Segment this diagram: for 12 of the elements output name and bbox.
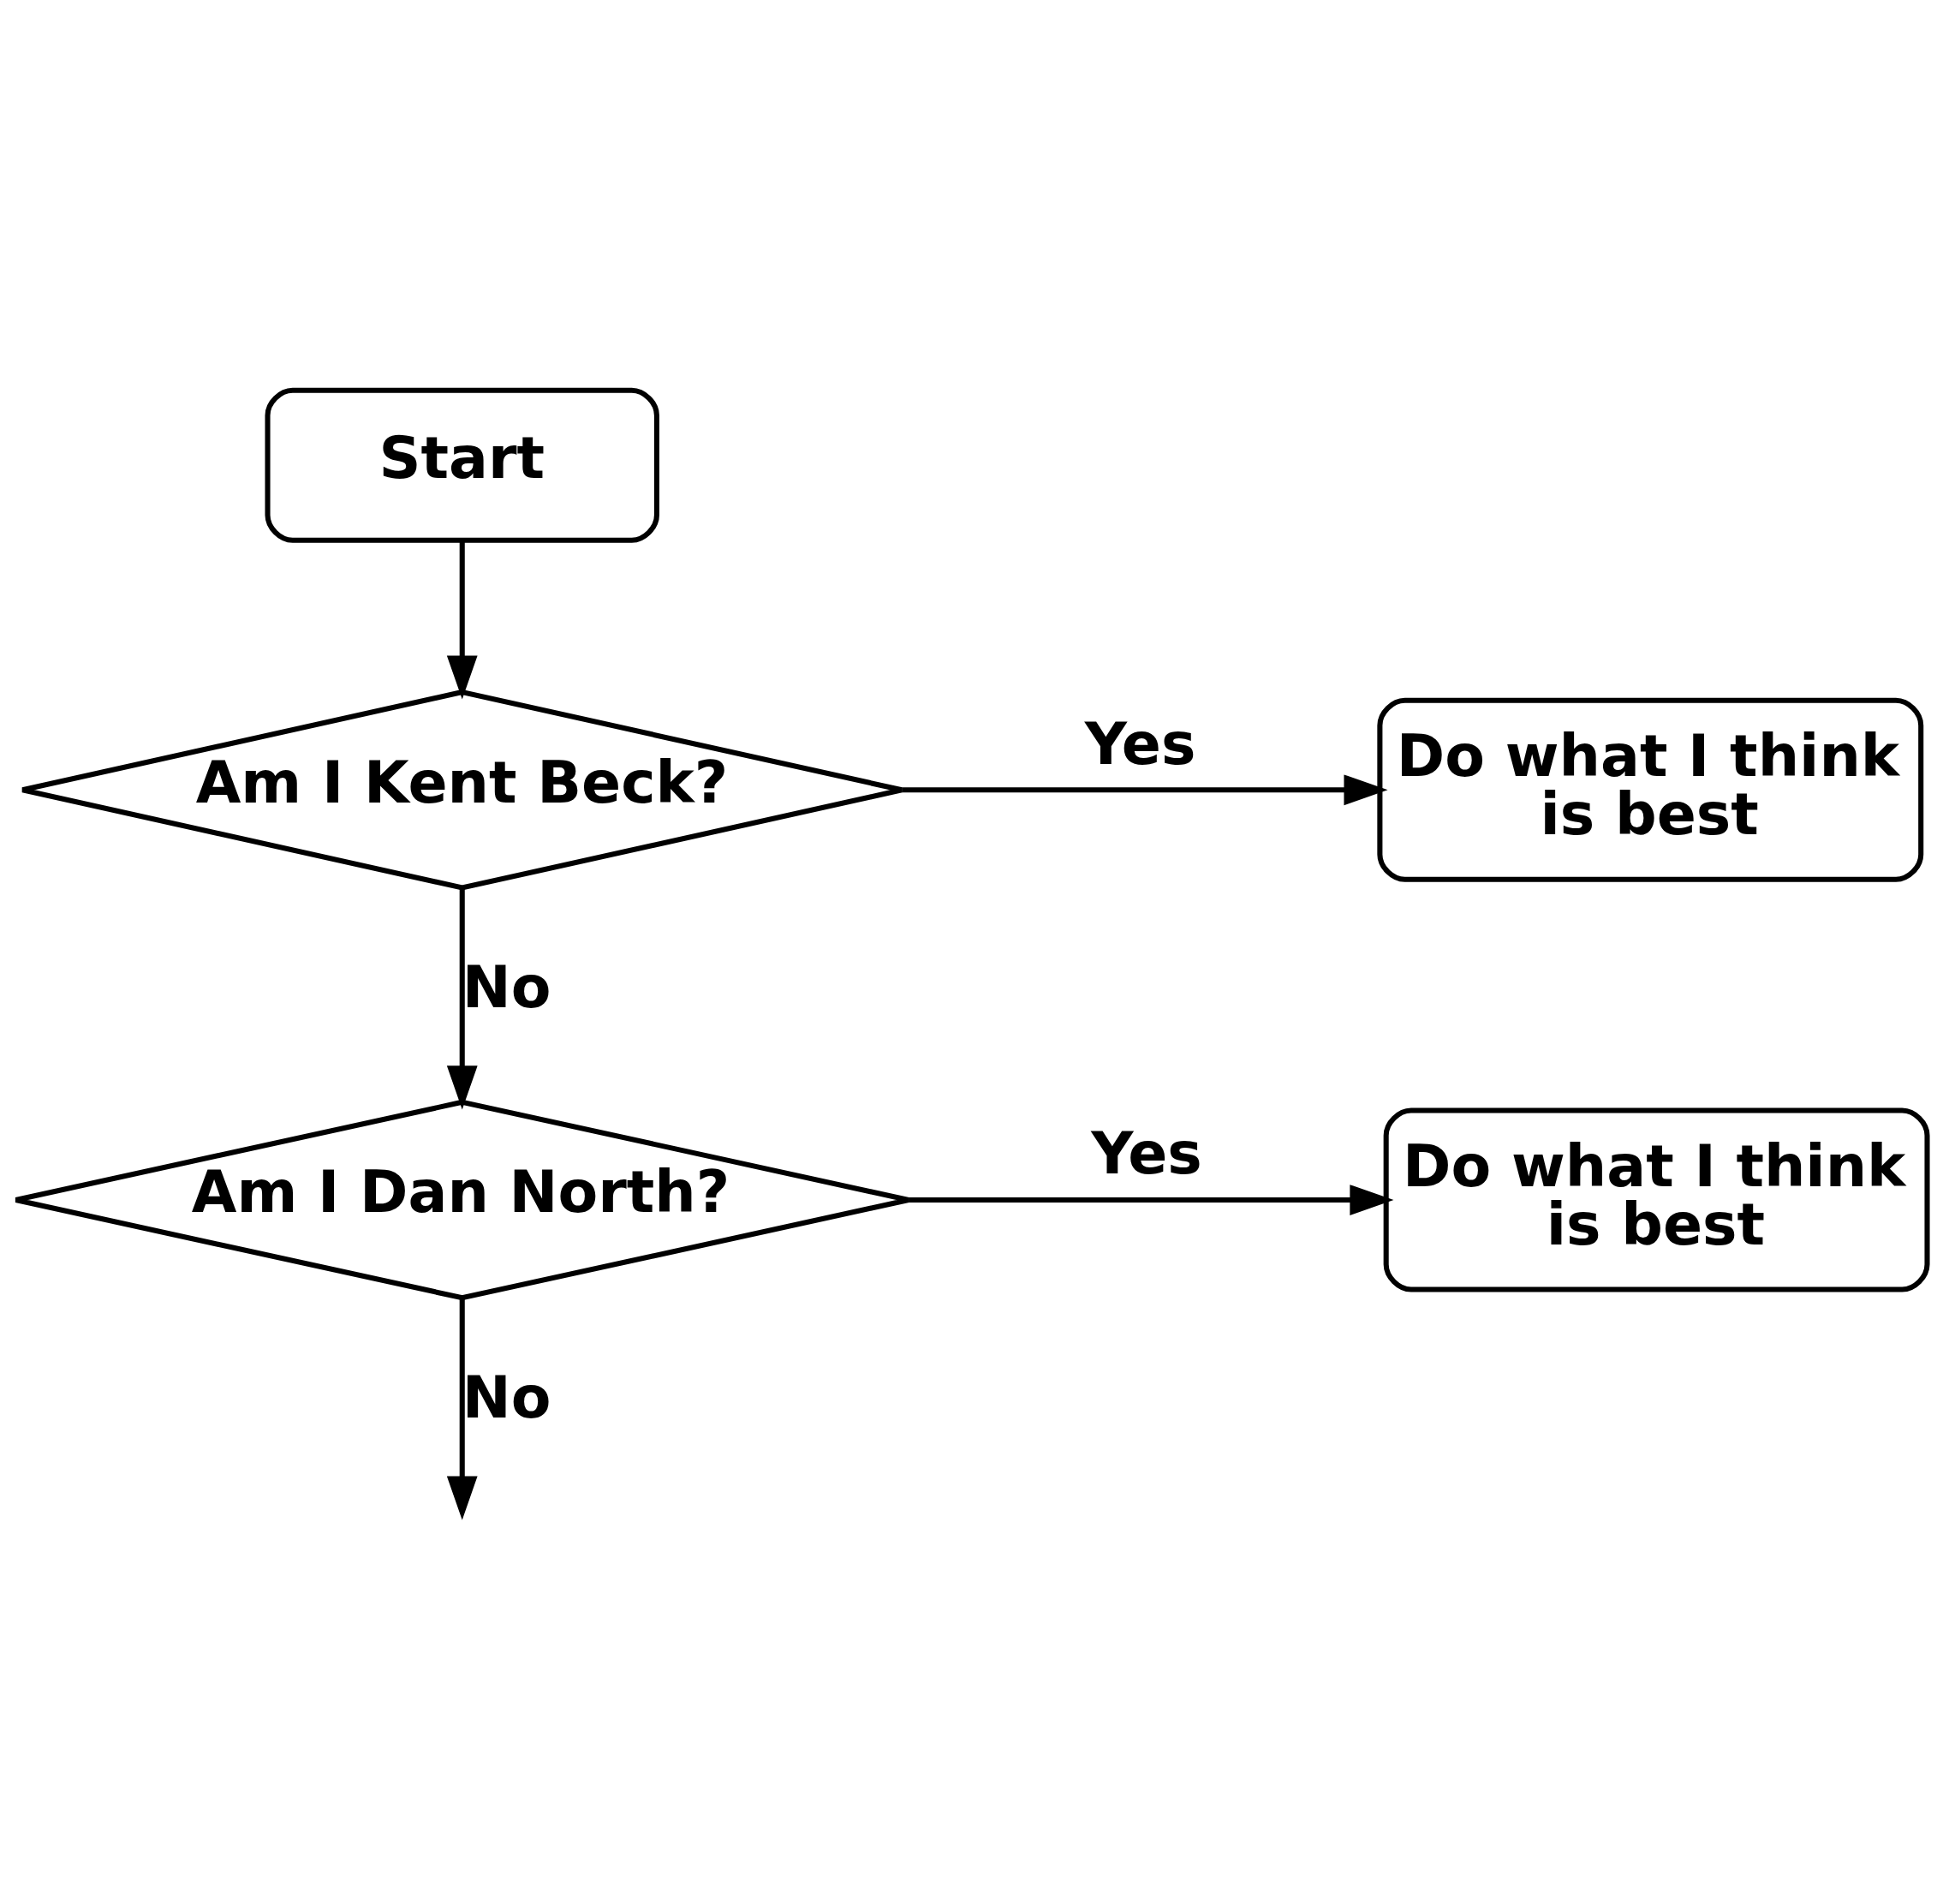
edge-label: Yes [1084, 709, 1196, 778]
edge-label: No [462, 952, 551, 1021]
arrow [446, 540, 478, 700]
arrow [902, 774, 1388, 806]
node-box: Do what I think is best [1383, 1107, 1930, 1292]
node-diamond: Am I Dan North? [13, 1099, 911, 1301]
node-box: Start [265, 387, 659, 543]
edge-label: No [462, 1363, 551, 1431]
arrow [909, 1185, 1394, 1215]
edge-label: Yes [1091, 1119, 1202, 1188]
arrow [446, 888, 478, 1110]
node-box: Do what I think is best [1377, 697, 1924, 882]
